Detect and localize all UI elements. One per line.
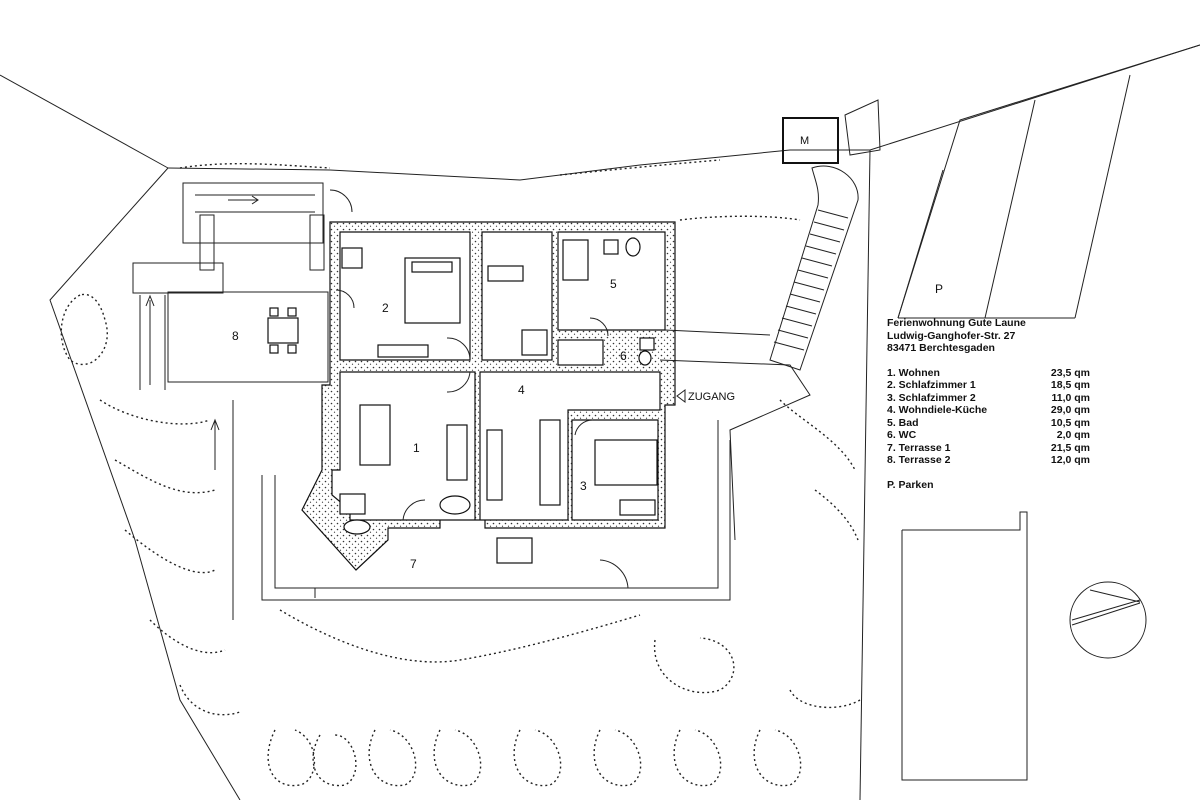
left-walkway bbox=[132, 262, 234, 620]
parking-area: P bbox=[897, 44, 1200, 319]
compass-icon bbox=[1069, 581, 1147, 659]
room-number-4: 4 bbox=[518, 383, 525, 397]
entrance-marker: ZUGANG bbox=[676, 389, 735, 403]
room-number-6: 6 bbox=[620, 349, 627, 363]
outdoor-stairs bbox=[769, 165, 859, 371]
parking-mark: P bbox=[935, 282, 943, 296]
pergola bbox=[182, 182, 353, 271]
parking-bay bbox=[901, 511, 1028, 781]
storage-shed: M bbox=[782, 99, 881, 164]
terrace-2: 8 bbox=[167, 291, 329, 383]
garden-shrubs bbox=[60, 159, 861, 787]
room-number-3: 3 bbox=[580, 479, 587, 493]
terrace-1: 7 bbox=[261, 420, 731, 601]
room-number-7: 7 bbox=[410, 557, 417, 571]
room-number-8: 8 bbox=[232, 329, 239, 343]
room-number-2: 2 bbox=[382, 301, 389, 315]
room-number-5: 5 bbox=[610, 277, 617, 291]
storage-mark: M bbox=[800, 135, 809, 147]
entrance-path bbox=[659, 329, 811, 541]
entrance-label: ZUGANG bbox=[688, 391, 735, 403]
legend-title: Ferienwohnung Gute Laune bbox=[887, 317, 1026, 329]
legend-street: Ludwig-Ganghofer-Str. 27 bbox=[887, 329, 1016, 342]
parking-legend: P. Parken bbox=[887, 478, 934, 491]
legend-city: 83471 Berchtesgaden bbox=[887, 342, 995, 354]
legend: Ferienwohnung Gute Laune Ludwig-Ganghofe… bbox=[887, 317, 1147, 491]
furniture bbox=[335, 237, 658, 564]
room-number-1: 1 bbox=[413, 441, 420, 455]
